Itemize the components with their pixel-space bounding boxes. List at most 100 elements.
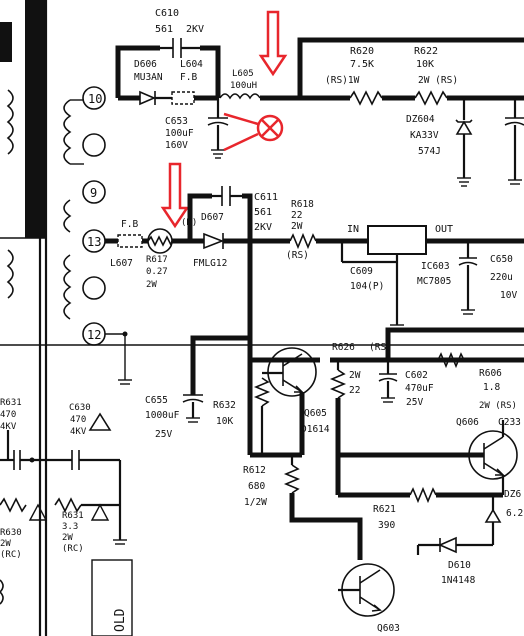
ic603-out-label: OUT <box>435 224 453 235</box>
r620-rating: (RS)1W <box>325 75 360 86</box>
r622-value: 10K <box>416 59 434 70</box>
wire-c655-bus <box>190 335 250 395</box>
r629-value: 22 <box>349 385 360 396</box>
l607-value: F.B <box>121 219 138 230</box>
r629-rating: 2W <box>349 370 361 381</box>
transistor-q606 <box>338 420 518 495</box>
q603-ref: Q603 <box>377 623 400 634</box>
dz6-ref: DZ6 <box>504 489 521 500</box>
r606-rating: 2W (RS) <box>479 401 517 411</box>
diode-d610 <box>416 536 493 555</box>
bottom-left-frame <box>91 559 133 636</box>
transistor-q605 <box>262 347 317 455</box>
r631b-rating: 2W <box>62 533 73 543</box>
pin-13: 13 <box>82 229 106 253</box>
pin-13-label: 13 <box>87 235 101 249</box>
capacitor-left-edge <box>0 450 40 470</box>
r622-ref: R622 <box>414 46 438 57</box>
c610-value: 561 <box>155 24 173 35</box>
c653-rating: 160V <box>165 140 188 151</box>
l607-ref: L607 <box>110 258 133 269</box>
resistor-r621 <box>338 486 503 504</box>
resistor-r622 <box>414 90 524 106</box>
r631b-code: (RC) <box>62 544 84 554</box>
l605-ref: L605 <box>232 69 254 79</box>
q605-ref: Q605 <box>304 408 327 419</box>
ic603-ref: IC603 <box>421 261 450 272</box>
pin-blank-1 <box>82 133 106 157</box>
r621-value: 390 <box>378 520 395 531</box>
dz6-value: 6.2 <box>506 508 523 519</box>
dz604-variant: 574J <box>418 146 441 157</box>
c650-ref: C650 <box>490 254 513 265</box>
capacitor-c653 <box>207 98 229 159</box>
diode-d607 <box>203 232 290 250</box>
r618-ref: R618 <box>291 199 314 210</box>
c655-value: 1000uF <box>145 410 180 421</box>
c602-rating: 25V <box>406 397 423 408</box>
r617-value: 0.27 <box>146 267 168 277</box>
r632-value: 10K <box>216 416 233 427</box>
capacitor-right-top <box>504 98 524 185</box>
r606-ref: R606 <box>479 368 502 379</box>
c655-rating: 25V <box>155 429 172 440</box>
r631-rating: 4KV <box>0 422 17 432</box>
pin-12-label: 12 <box>87 328 101 342</box>
c609-value: 104(P) <box>350 281 384 292</box>
c611-ref: C611 <box>254 192 278 203</box>
r632-ref: R632 <box>213 400 236 411</box>
capacitor-c650 <box>458 241 478 315</box>
r626-ref: R626 <box>332 342 355 353</box>
c653-ref: C653 <box>165 116 188 127</box>
r612-ref: R612 <box>243 465 266 476</box>
zener-dz604 <box>455 98 473 187</box>
resistor-r612 <box>250 452 363 560</box>
wire-c610-loop <box>115 45 221 98</box>
resistor-r630 <box>0 497 48 521</box>
r617-ref: R617 <box>146 255 168 265</box>
zener-dz6 <box>484 495 502 545</box>
r631b-value: 3.3 <box>62 522 78 532</box>
capacitor-c655 <box>182 394 204 423</box>
pin-9-label: 9 <box>90 186 97 200</box>
wire-r626-bus <box>330 327 524 363</box>
r622-rating: 2W (RS) <box>418 75 458 86</box>
inductor-l604 <box>171 91 218 105</box>
transformer-windings <box>6 89 84 320</box>
capacitor-c609 <box>340 241 397 264</box>
d606-part: MU3AN <box>134 72 163 83</box>
r618-value: 22 <box>291 210 302 221</box>
c655-ref: C655 <box>145 395 168 406</box>
r631-ref: R631 <box>0 398 22 408</box>
r630-code: (RC) <box>0 550 22 560</box>
r618-code: (RS) <box>286 250 309 261</box>
c233-ref: C233 <box>498 417 521 428</box>
c611-value: 561 <box>254 207 272 218</box>
c650-rating: 10V <box>500 290 517 301</box>
c609-ref: C609 <box>350 266 373 277</box>
pin-blank-2 <box>82 276 106 300</box>
ic603-part: MC7805 <box>417 276 451 287</box>
r631-value: 470 <box>0 410 16 420</box>
regulator-ic603 <box>367 225 524 330</box>
r606-value: 1.8 <box>483 382 500 393</box>
q605-part: D1614 <box>301 424 330 435</box>
pin-10: 10 <box>82 86 106 110</box>
c630-value: 470 <box>70 415 86 425</box>
r630-ref: R630 <box>0 528 22 538</box>
c610-ref: C610 <box>155 8 179 19</box>
pin-10-label: 10 <box>88 92 102 106</box>
wire-pin12-gnd <box>105 331 132 385</box>
r620-ref: R620 <box>350 46 374 57</box>
r621-ref: R621 <box>373 504 396 515</box>
c630-rating: 4KV <box>70 427 87 437</box>
c602-ref: C602 <box>405 370 428 381</box>
c630-ref: C630 <box>69 403 91 413</box>
diode-d606 <box>139 90 172 106</box>
capacitor-c610 <box>160 38 200 58</box>
c650-value: 220u <box>490 272 513 283</box>
d607-part: FMLG12 <box>193 258 227 269</box>
capacitor-c611 <box>212 186 242 206</box>
r612-value: 680 <box>248 481 265 492</box>
